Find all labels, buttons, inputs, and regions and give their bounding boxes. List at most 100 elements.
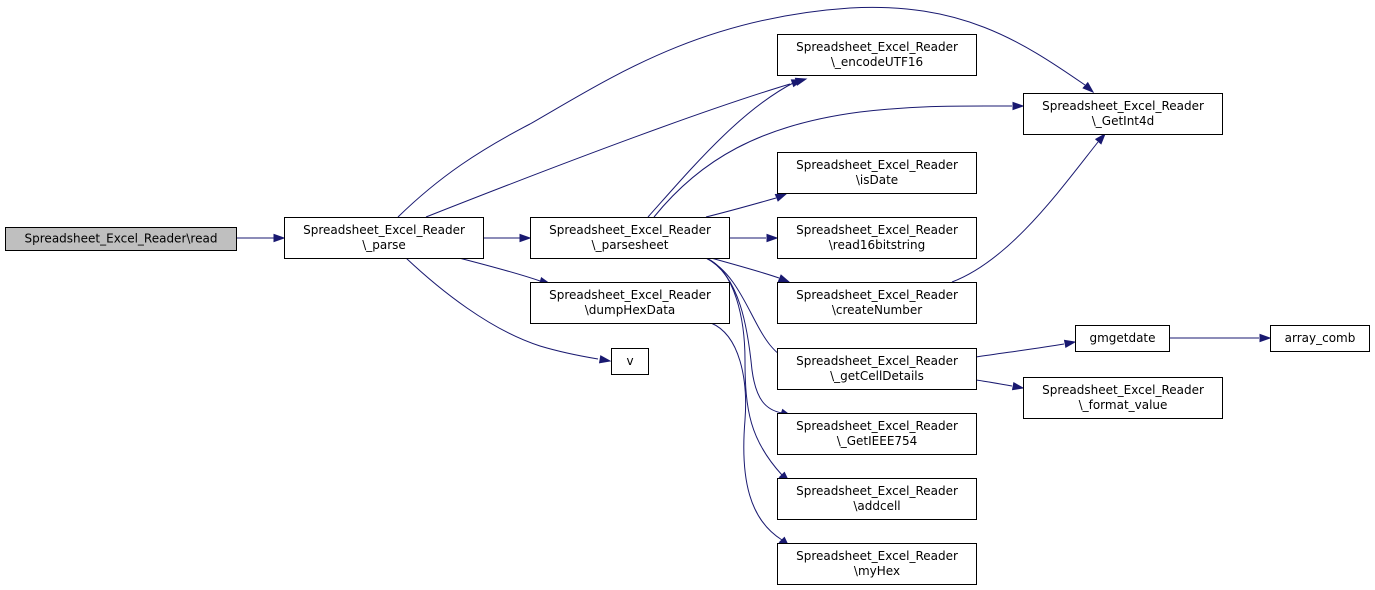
edge-getCellDetails-to-gmgetdate bbox=[975, 339, 1077, 358]
arrowhead-icon bbox=[598, 355, 612, 364]
node-label-line: \_parse bbox=[362, 238, 406, 252]
node-getCellDetails[interactable]: Spreadsheet_Excel_Reader\_getCellDetails bbox=[777, 348, 977, 390]
node-read[interactable]: Spreadsheet_Excel_Reader\read bbox=[5, 227, 237, 251]
edge-line bbox=[705, 257, 783, 476]
arrowhead-icon bbox=[766, 233, 779, 243]
arrowhead-icon bbox=[519, 233, 532, 243]
node-label-line: Spreadsheet_Excel_Reader bbox=[796, 158, 958, 172]
node-label-line: Spreadsheet_Excel_Reader bbox=[549, 288, 711, 302]
node-box[interactable] bbox=[284, 217, 484, 259]
edge-line bbox=[425, 83, 791, 218]
arrowhead-icon bbox=[794, 77, 808, 86]
edge-line bbox=[951, 141, 1099, 283]
node-label-line: Spreadsheet_Excel_Reader bbox=[796, 223, 958, 237]
node-myHex[interactable]: Spreadsheet_Excel_Reader\myHex bbox=[777, 543, 977, 585]
node-box[interactable] bbox=[777, 152, 977, 194]
arrowhead-icon bbox=[1011, 381, 1025, 391]
edge-parsesheet-to-createNumber bbox=[710, 257, 791, 283]
node-box[interactable] bbox=[777, 282, 977, 324]
edge-parse-to-dumpHexData bbox=[458, 257, 552, 286]
node-box[interactable] bbox=[777, 348, 977, 390]
node-label-line: array_comb bbox=[1285, 331, 1356, 345]
node-box[interactable] bbox=[530, 217, 730, 259]
node-label-line: Spreadsheet_Excel_Reader bbox=[796, 419, 958, 433]
edge-line bbox=[975, 379, 1013, 387]
node-dumpHexData[interactable]: Spreadsheet_Excel_Reader\dumpHexData bbox=[530, 282, 730, 324]
node-label-line: \_getCellDetails bbox=[830, 369, 924, 383]
edge-read-to-parse bbox=[236, 233, 286, 243]
edge-parse-to-parsesheet bbox=[483, 233, 532, 243]
node-box[interactable] bbox=[777, 478, 977, 520]
node-label-line: \dumpHexData bbox=[585, 303, 676, 317]
node-box[interactable] bbox=[1023, 377, 1223, 419]
edges-layer bbox=[236, 6, 1272, 549]
node-GetIEEE754[interactable]: Spreadsheet_Excel_Reader\_GetIEEE754 bbox=[777, 413, 977, 455]
edge-getCellDetails-to-format_value bbox=[975, 379, 1025, 391]
edge-line bbox=[710, 257, 780, 279]
node-addcell[interactable]: Spreadsheet_Excel_Reader\addcell bbox=[777, 478, 977, 520]
node-format_value[interactable]: Spreadsheet_Excel_Reader\_format_value bbox=[1023, 377, 1223, 419]
node-gmgetdate[interactable]: gmgetdate bbox=[1075, 325, 1170, 352]
edge-line bbox=[653, 105, 1013, 218]
node-label-line: Spreadsheet_Excel_Reader\read bbox=[25, 232, 218, 246]
node-label-line: Spreadsheet_Excel_Reader bbox=[796, 484, 958, 498]
node-label-line: v bbox=[626, 354, 633, 368]
edge-parsesheet-to-GetInt4d bbox=[653, 101, 1025, 218]
node-label-line: Spreadsheet_Excel_Reader bbox=[303, 223, 465, 237]
node-label-line: \myHex bbox=[854, 564, 900, 578]
node-label-line: gmgetdate bbox=[1089, 331, 1155, 345]
node-v[interactable]: v bbox=[611, 348, 649, 375]
edge-line bbox=[710, 322, 783, 541]
node-parsesheet[interactable]: Spreadsheet_Excel_Reader\_parsesheet bbox=[530, 217, 730, 259]
edge-line bbox=[458, 257, 541, 282]
edge-parse-to-encodeUTF16 bbox=[425, 79, 804, 218]
node-box[interactable] bbox=[530, 282, 730, 324]
arrowhead-icon bbox=[273, 233, 286, 243]
node-box[interactable] bbox=[5, 227, 237, 251]
node-read16bitstring[interactable]: Spreadsheet_Excel_Reader\read16bitstring bbox=[777, 217, 977, 259]
node-label-line: Spreadsheet_Excel_Reader bbox=[1042, 383, 1204, 397]
nodes-layer: Spreadsheet_Excel_Reader\readSpreadsheet… bbox=[5, 34, 1370, 585]
node-parse[interactable]: Spreadsheet_Excel_Reader\_parse bbox=[284, 217, 484, 259]
node-box[interactable] bbox=[1075, 325, 1170, 352]
node-label-line: \read16bitstring bbox=[829, 238, 925, 252]
node-box[interactable] bbox=[1023, 93, 1223, 135]
node-label-line: \_GetInt4d bbox=[1092, 114, 1155, 128]
node-GetInt4d[interactable]: Spreadsheet_Excel_Reader\_GetInt4d bbox=[1023, 93, 1223, 135]
edge-parsesheet-to-encodeUTF16 bbox=[647, 77, 808, 218]
node-label-line: \_parsesheet bbox=[592, 238, 669, 252]
edge-line bbox=[405, 257, 599, 360]
node-label-line: \isDate bbox=[856, 173, 898, 187]
edge-line bbox=[647, 81, 796, 218]
node-box[interactable] bbox=[777, 217, 977, 259]
edge-line bbox=[975, 343, 1065, 358]
node-label-line: Spreadsheet_Excel_Reader bbox=[1042, 99, 1204, 113]
arrowhead-icon bbox=[1063, 339, 1077, 349]
edge-gmgetdate-to-array_comb bbox=[1169, 333, 1272, 343]
arrowhead-icon bbox=[777, 274, 791, 283]
node-label-line: Spreadsheet_Excel_Reader bbox=[796, 40, 958, 54]
node-box[interactable] bbox=[1270, 325, 1370, 352]
node-box[interactable] bbox=[777, 34, 977, 76]
node-array_comb[interactable]: array_comb bbox=[1270, 325, 1370, 352]
arrowhead-icon bbox=[774, 193, 788, 202]
edge-parsesheet-to-read16bitstring bbox=[729, 233, 779, 243]
node-encodeUTF16[interactable]: Spreadsheet_Excel_Reader\_encodeUTF16 bbox=[777, 34, 977, 76]
edge-parse-to-v bbox=[405, 257, 612, 364]
node-label-line: \_GetIEEE754 bbox=[837, 434, 918, 448]
node-box[interactable] bbox=[611, 348, 649, 375]
edge-line bbox=[705, 197, 777, 218]
arrowhead-icon bbox=[1094, 132, 1106, 145]
arrowhead-icon bbox=[1259, 333, 1272, 343]
edge-parse-to-GetInt4d bbox=[397, 6, 1095, 218]
edge-createNumber-to-GetInt4d bbox=[951, 132, 1106, 283]
node-label-line: Spreadsheet_Excel_Reader bbox=[796, 549, 958, 563]
node-box[interactable] bbox=[777, 413, 977, 455]
node-label-line: Spreadsheet_Excel_Reader bbox=[796, 288, 958, 302]
node-label-line: Spreadsheet_Excel_Reader bbox=[796, 354, 958, 368]
node-createNumber[interactable]: Spreadsheet_Excel_Reader\createNumber bbox=[777, 282, 977, 324]
node-isDate[interactable]: Spreadsheet_Excel_Reader\isDate bbox=[777, 152, 977, 194]
node-box[interactable] bbox=[777, 543, 977, 585]
node-label-line: \_encodeUTF16 bbox=[831, 55, 923, 69]
